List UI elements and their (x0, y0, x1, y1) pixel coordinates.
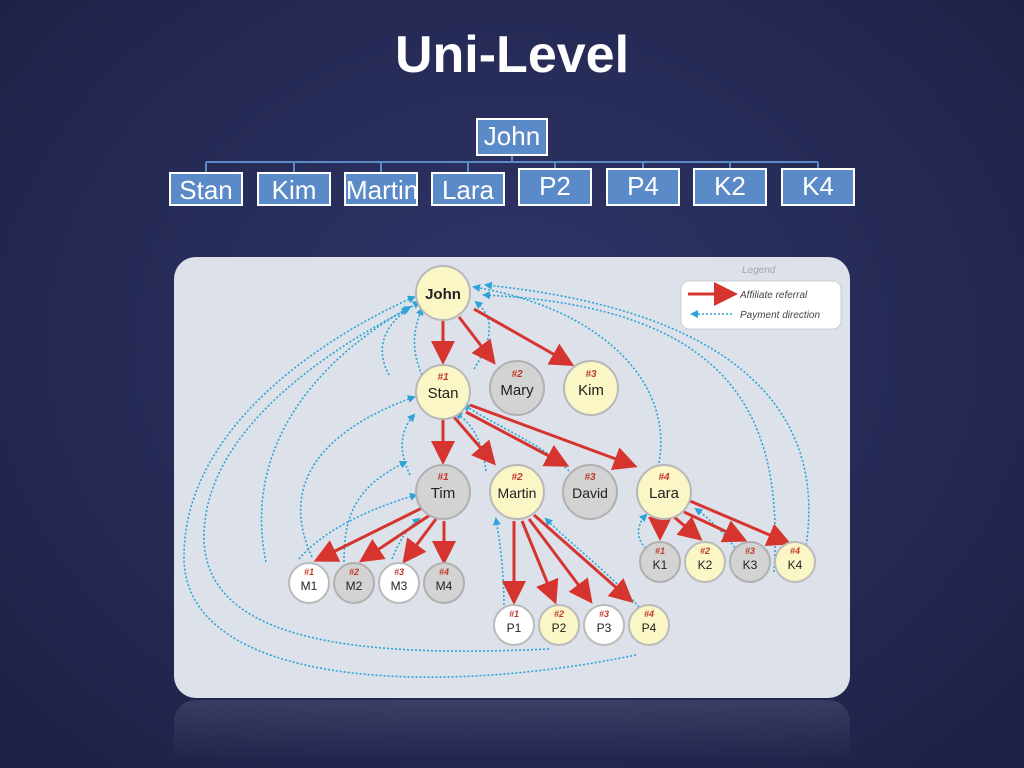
svg-text:P2: P2 (552, 621, 567, 635)
svg-text:#3: #3 (584, 472, 596, 483)
diagram-nodes: John #1 Stan #2 Mary #3 Kim #1 (288, 265, 816, 646)
svg-text:#4: #4 (790, 546, 800, 556)
org-child-kim: Kim (257, 172, 331, 206)
svg-text:K3: K3 (743, 558, 758, 572)
org-child-k2: K2 (693, 168, 767, 206)
node-mary: #2 Mary (489, 360, 545, 416)
svg-text:#1: #1 (437, 472, 449, 483)
node-john: John (415, 265, 471, 321)
node-k3: #3 K3 (729, 541, 771, 583)
org-child-stan: Stan (169, 172, 243, 206)
svg-text:M1: M1 (301, 579, 318, 593)
svg-text:#2: #2 (700, 546, 710, 556)
svg-text:Tim: Tim (431, 485, 455, 502)
svg-text:#1: #1 (509, 609, 519, 619)
svg-text:#4: #4 (644, 609, 654, 619)
svg-text:P4: P4 (642, 621, 657, 635)
svg-text:M3: M3 (391, 579, 408, 593)
svg-text:#2: #2 (511, 472, 523, 483)
node-p3: #3 P3 (583, 604, 625, 646)
svg-text:John: John (425, 286, 461, 303)
node-p1: #1 P1 (493, 604, 535, 646)
node-k2: #2 K2 (684, 541, 726, 583)
svg-text:#3: #3 (394, 567, 404, 577)
node-p2: #2 P2 (538, 604, 580, 646)
node-m1: #1 M1 (288, 562, 330, 604)
org-child-p2: P2 (518, 168, 592, 206)
svg-text:K2: K2 (698, 558, 713, 572)
org-chart-connectors (205, 156, 819, 172)
page-title: Uni-Level (394, 26, 630, 84)
referral-diagram-panel: Legend Affiliate referral Payment direct… (174, 257, 850, 698)
node-k4: #4 K4 (774, 541, 816, 583)
node-m3: #3 M3 (378, 562, 420, 604)
legend-referral-label: Affiliate referral (739, 290, 808, 301)
svg-text:#3: #3 (599, 609, 609, 619)
svg-text:#3: #3 (745, 546, 755, 556)
node-david: #3 David (562, 464, 618, 520)
node-martin: #2 Martin (489, 464, 545, 520)
svg-text:#3: #3 (585, 369, 597, 380)
svg-text:David: David (572, 485, 608, 501)
org-child-martin: Martin (344, 172, 418, 206)
svg-text:M4: M4 (436, 579, 453, 593)
node-stan: #1 Stan (415, 364, 471, 420)
svg-text:Stan: Stan (428, 385, 459, 402)
svg-text:Mary: Mary (500, 382, 534, 399)
svg-text:#2: #2 (554, 609, 564, 619)
legend-payment-label: Payment direction (740, 310, 820, 321)
node-k1: #1 K1 (639, 541, 681, 583)
svg-text:P1: P1 (507, 621, 522, 635)
svg-text:#1: #1 (304, 567, 314, 577)
org-child-lara: Lara (431, 172, 505, 206)
svg-text:K4: K4 (788, 558, 803, 572)
svg-text:#2: #2 (349, 567, 359, 577)
svg-text:#1: #1 (655, 546, 665, 556)
svg-text:K1: K1 (653, 558, 668, 572)
panel-reflection (174, 700, 850, 760)
referral-diagram: Legend Affiliate referral Payment direct… (183, 265, 842, 678)
org-root-john: John (476, 118, 548, 156)
svg-text:Martin: Martin (498, 485, 537, 501)
svg-text:#4: #4 (439, 567, 449, 577)
org-child-p4: P4 (606, 168, 680, 206)
referral-arrows (313, 307, 792, 605)
node-tim: #1 Tim (415, 464, 471, 520)
node-m4: #4 M4 (423, 562, 465, 604)
svg-text:#1: #1 (437, 372, 449, 383)
node-p4: #4 P4 (628, 604, 670, 646)
legend: Legend Affiliate referral Payment direct… (680, 265, 842, 330)
legend-title: Legend (742, 265, 776, 276)
svg-text:M2: M2 (346, 579, 363, 593)
svg-text:#4: #4 (658, 472, 670, 483)
svg-text:P3: P3 (597, 621, 612, 635)
node-m2: #2 M2 (333, 562, 375, 604)
svg-text:Kim: Kim (578, 382, 604, 399)
svg-text:Lara: Lara (649, 485, 680, 502)
node-kim: #3 Kim (563, 360, 619, 416)
org-child-k4: K4 (781, 168, 855, 206)
svg-text:#2: #2 (511, 369, 523, 380)
node-lara: #4 Lara (636, 464, 692, 520)
